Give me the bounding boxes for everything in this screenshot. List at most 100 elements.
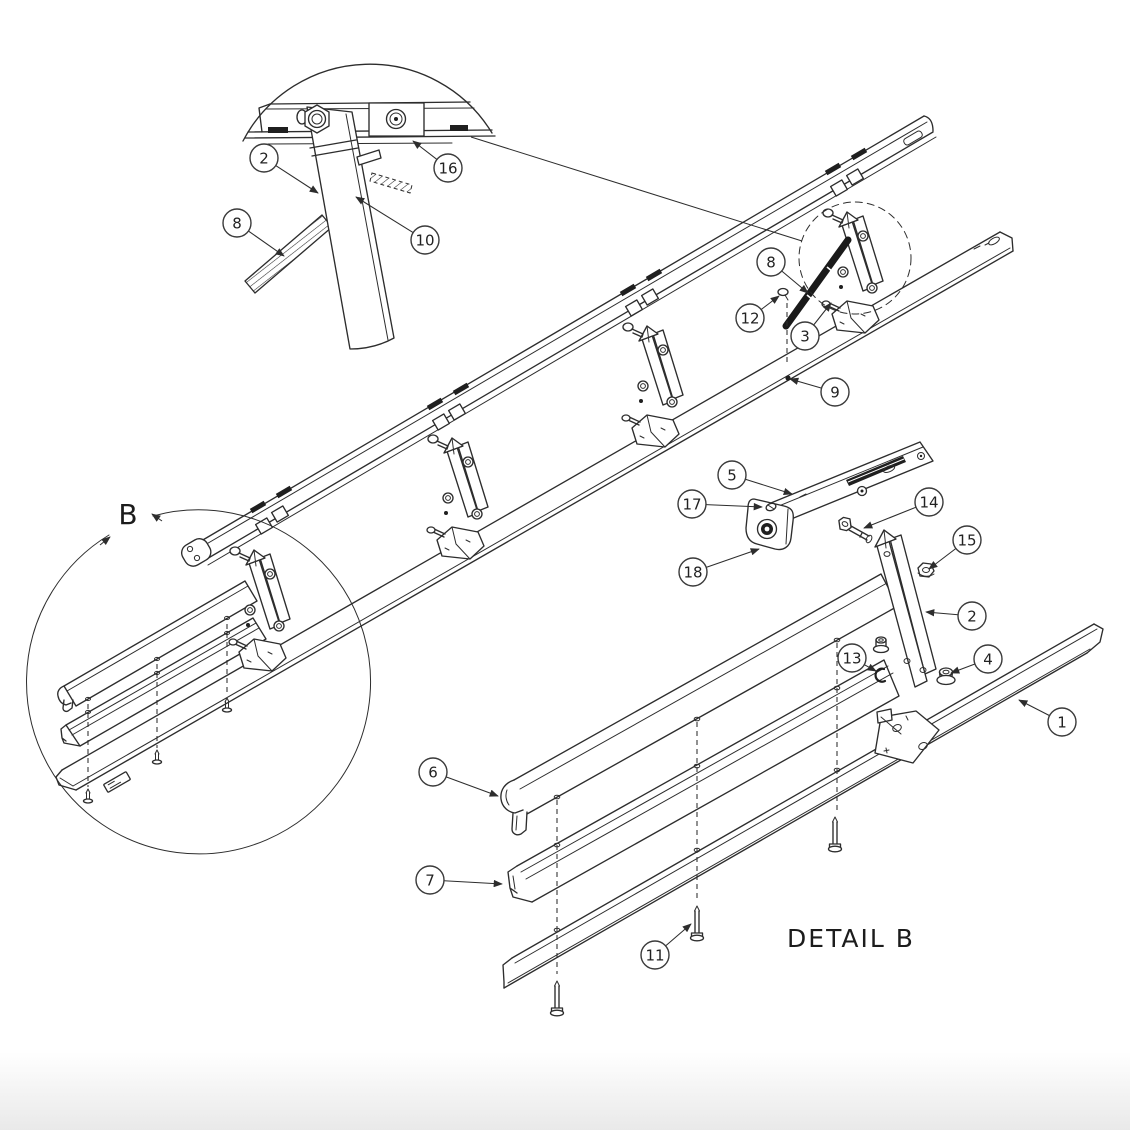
- callout-number: 14: [919, 493, 938, 511]
- hex-bolt: [304, 104, 330, 134]
- callout-number: 7: [425, 871, 435, 889]
- callout-leader: [789, 377, 822, 389]
- rail-clip-station: [824, 147, 868, 197]
- callout-number: 11: [645, 946, 664, 964]
- callout-balloon-14: [914, 487, 944, 517]
- callout-leader: [760, 295, 780, 310]
- callout-balloon-7: [415, 865, 445, 895]
- rail-clip-station: [619, 268, 663, 317]
- callout-balloon-2: [249, 143, 279, 173]
- callout-balloon-8: [756, 247, 786, 277]
- wide-top-rail-in-context: [57, 580, 258, 713]
- hanger-strap: [306, 106, 395, 350]
- callout-leader: [705, 502, 763, 511]
- hanger-bracket-assembly: [426, 434, 489, 560]
- detail-leader-line: [470, 136, 803, 242]
- callout-leader: [863, 506, 917, 529]
- bottom-fade: [0, 1052, 1130, 1130]
- callout-balloon-9: [820, 377, 850, 407]
- rail-clip-station: [426, 382, 470, 431]
- callout-balloon-10: [410, 225, 440, 255]
- torsion-arm-assembly: [745, 441, 934, 551]
- detail-b-arrow: [151, 513, 163, 522]
- callout-balloon-4: [973, 644, 1003, 674]
- lag-screw: [689, 905, 705, 942]
- rail-rivet: [785, 375, 791, 381]
- support-bracket: [874, 529, 937, 688]
- callout-leader: [412, 140, 438, 160]
- callout-leader: [925, 609, 959, 617]
- hidden-rod: [369, 172, 413, 194]
- callout-balloon-5: [717, 460, 747, 490]
- callout-number: 16: [438, 159, 457, 177]
- mounting-channel-rail: [507, 659, 900, 903]
- upper-mounting-rail: [181, 115, 937, 567]
- callout-number: 4: [983, 650, 993, 668]
- channel-rail-in-context: [60, 617, 267, 747]
- callout-number: 3: [800, 327, 810, 345]
- callout-number: 1: [1057, 713, 1067, 731]
- callout-balloon-16: [433, 153, 463, 183]
- hanger-bracket-assembly-detailed: [777, 201, 912, 381]
- detail-b-view-label: B: [118, 498, 137, 531]
- callout-number: 5: [727, 466, 737, 484]
- callout-leader: [275, 165, 319, 194]
- detail-target-circle: [798, 201, 912, 315]
- callout-number: 6: [428, 763, 438, 781]
- detail-bubble-view: [242, 63, 496, 350]
- flanged-nut: [872, 636, 890, 654]
- callout-number: 17: [682, 495, 701, 513]
- base-angle-rail: [502, 623, 1104, 989]
- flanged-locknut: [936, 667, 956, 686]
- callout-number: 10: [415, 231, 434, 249]
- hex-bolt: [838, 516, 873, 544]
- callout-balloon-17: [677, 489, 707, 519]
- lag-screw: [827, 816, 843, 853]
- retaining-clip: [874, 667, 887, 683]
- rail-mounting-plate: [874, 708, 940, 764]
- callout-leader: [864, 663, 877, 672]
- callout-leader: [248, 230, 285, 257]
- callout-balloon-18: [678, 557, 708, 587]
- adjuster-screw: [777, 287, 789, 297]
- tension-rod: [782, 236, 852, 330]
- callout-leader: [445, 776, 499, 797]
- callout-balloon-15: [952, 525, 982, 555]
- callout-number: 13: [842, 649, 861, 667]
- callout-leader: [928, 548, 957, 570]
- callout-balloon-3: [790, 321, 820, 351]
- callout-balloon-8: [222, 208, 252, 238]
- detail-b-arrow: [99, 536, 111, 546]
- callout-leader: [665, 923, 692, 947]
- alignment-dashes: [556, 643, 838, 974]
- callout-balloon-2: [957, 601, 987, 631]
- alignment-dashes: [87, 624, 228, 787]
- bubble-arc: [242, 63, 493, 142]
- callout-balloon-13: [837, 643, 867, 673]
- callout-balloon-6: [418, 757, 448, 787]
- detail-circle-b: B: [26, 498, 372, 855]
- callout-leader: [355, 196, 414, 234]
- hanger-bracket-assembly: [621, 322, 684, 448]
- detail-b-caption: DETAIL B: [787, 924, 915, 953]
- callout-leader: [781, 270, 809, 294]
- callout-number: 2: [259, 149, 269, 167]
- callout-leader: [443, 879, 503, 888]
- callout-leader: [1018, 699, 1050, 717]
- lag-screw: [549, 980, 565, 1017]
- callout-number: 12: [740, 309, 759, 327]
- mounting-screw: [82, 788, 94, 804]
- callout-number: 8: [766, 253, 776, 271]
- callout-leader: [950, 663, 976, 674]
- callout-number: 2: [967, 607, 977, 625]
- callout-balloon-12: [735, 303, 765, 333]
- rail-clip-station: [249, 485, 293, 535]
- threaded-rod: [244, 214, 333, 294]
- callout-leader: [706, 548, 760, 568]
- part-label-sticker: [103, 771, 131, 793]
- callout-number: 9: [830, 383, 840, 401]
- hex-nut: [917, 562, 935, 578]
